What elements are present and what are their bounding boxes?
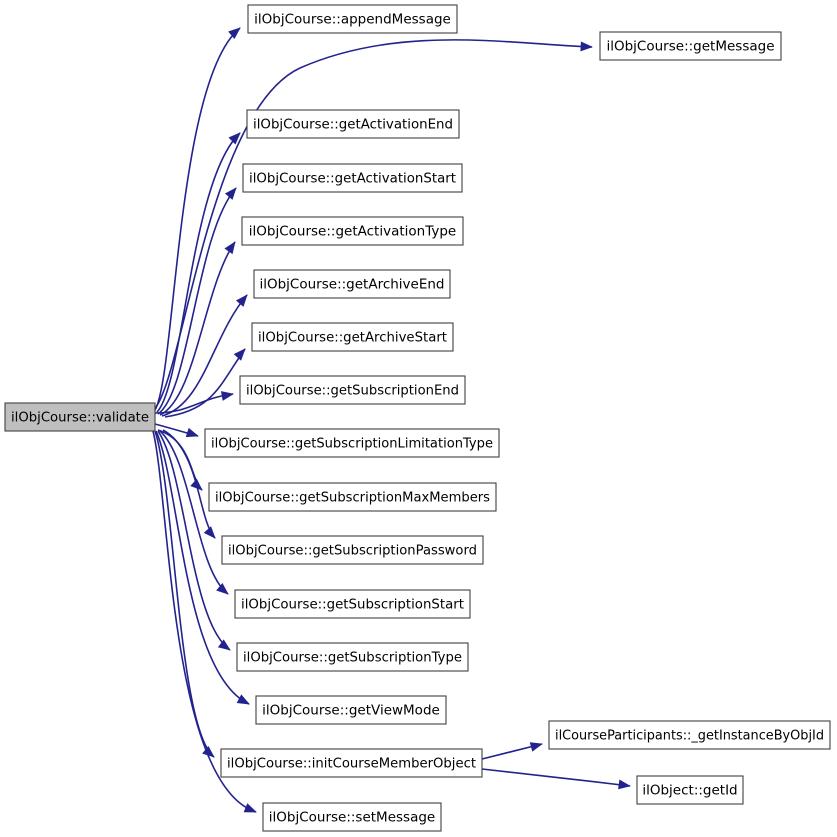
node-box-initCourseMember[interactable] bbox=[220, 748, 483, 778]
arrowhead-to-getMessage bbox=[580, 41, 593, 52]
node-label-validate: ilObjCourse::validate bbox=[11, 410, 149, 426]
node-box-getMessage[interactable] bbox=[599, 31, 782, 61]
node-getSubStart[interactable]: ilObjCourse::getSubscriptionStart bbox=[234, 589, 471, 619]
edge-validate-to-getActivationType bbox=[159, 241, 236, 416]
node-getActivationType[interactable]: ilObjCourse::getActivationType bbox=[241, 216, 464, 246]
node-getSubType[interactable]: ilObjCourse::getSubscriptionType bbox=[236, 642, 469, 672]
node-getSubMaxMembers[interactable]: ilObjCourse::getSubscriptionMaxMembers bbox=[208, 482, 497, 512]
node-label-appendMessage: ilObjCourse::appendMessage bbox=[254, 12, 451, 28]
node-label-setMessage: ilObjCourse::setMessage bbox=[269, 810, 435, 826]
node-getActivationStart[interactable]: ilObjCourse::getActivationStart bbox=[242, 163, 463, 193]
node-box-getViewMode[interactable] bbox=[255, 695, 447, 725]
arrowhead-layer bbox=[185, 27, 631, 813]
edge-validate-to-getArchiveEnd bbox=[161, 294, 248, 417]
node-label-getSubscriptionEnd: ilObjCourse::getSubscriptionEnd bbox=[246, 383, 459, 399]
arrowhead-to-getSubType bbox=[217, 639, 231, 651]
node-getSubPassword[interactable]: ilObjCourse::getSubscriptionPassword bbox=[221, 535, 484, 565]
node-getViewMode[interactable]: ilObjCourse::getViewMode bbox=[255, 695, 447, 725]
node-box-getId[interactable] bbox=[636, 775, 744, 805]
arrowhead-to-getViewMode bbox=[236, 694, 250, 705]
node-box-getActivationType[interactable] bbox=[241, 216, 464, 246]
node-getMessage[interactable]: ilObjCourse::getMessage bbox=[599, 31, 782, 61]
node-validate[interactable]: ilObjCourse::validate bbox=[4, 402, 156, 432]
node-box-getSubMaxMembers[interactable] bbox=[208, 482, 497, 512]
node-box-getArchiveEnd[interactable] bbox=[253, 269, 451, 299]
edge-layer bbox=[152, 27, 631, 813]
node-box-appendMessage[interactable] bbox=[247, 4, 458, 34]
node-getArchiveEnd[interactable]: ilObjCourse::getArchiveEnd bbox=[253, 269, 451, 299]
node-layer: ilObjCourse::validate ilObjCourse::append… bbox=[4, 4, 831, 832]
node-box-getActivationEnd[interactable] bbox=[246, 109, 460, 139]
arrowhead-to-getActivationEnd bbox=[228, 132, 241, 145]
edge-validate-to-appendMessage bbox=[154, 27, 241, 411]
node-label-getViewMode: ilObjCourse::getViewMode bbox=[262, 703, 440, 719]
node-box-getSubStart[interactable] bbox=[234, 589, 471, 619]
edge-validate-to-getViewMode bbox=[155, 430, 250, 705]
node-getArchiveStart[interactable]: ilObjCourse::getArchiveStart bbox=[251, 322, 454, 352]
node-getSubscriptionEnd[interactable]: ilObjCourse::getSubscriptionEnd bbox=[239, 375, 466, 405]
node-getActivationEnd[interactable]: ilObjCourse::getActivationEnd bbox=[246, 109, 460, 139]
node-label-getId: ilObject::getId bbox=[642, 783, 737, 799]
arrowhead-to-getActivationStart bbox=[224, 187, 237, 200]
arrowhead-to-appendMessage bbox=[228, 27, 241, 40]
arrowhead-to-getSubPassword bbox=[203, 526, 216, 539]
node-box-getSubType[interactable] bbox=[236, 642, 469, 672]
edge-validate-to-setMessage bbox=[152, 430, 257, 813]
arrowhead-to-getArchiveEnd bbox=[235, 294, 248, 307]
node-label-getSubMaxMembers: ilObjCourse::getSubscriptionMaxMembers bbox=[215, 490, 490, 506]
arrowhead-to-initCourseMember bbox=[202, 745, 215, 758]
arrowhead-to-setMessage bbox=[243, 803, 257, 813]
node-setMessage[interactable]: ilObjCourse::setMessage bbox=[262, 802, 442, 832]
node-box-getSubscriptionEnd[interactable] bbox=[239, 375, 466, 405]
edge-initCourseMember-to-getId bbox=[481, 768, 631, 787]
node-box-getInstanceByObjId[interactable] bbox=[548, 720, 831, 750]
edge-validate-to-getSubStart bbox=[159, 430, 229, 595]
node-label-getSubLimitType: ilObjCourse::getSubscriptionLimitationTy… bbox=[211, 436, 493, 452]
node-box-getSubLimitType[interactable] bbox=[204, 428, 500, 458]
node-appendMessage[interactable]: ilObjCourse::appendMessage bbox=[247, 4, 458, 34]
node-label-getActivationStart: ilObjCourse::getActivationStart bbox=[249, 171, 456, 187]
node-label-getSubPassword: ilObjCourse::getSubscriptionPassword bbox=[228, 543, 477, 559]
node-box-getActivationStart[interactable] bbox=[242, 163, 463, 193]
arrowhead-to-getSubMaxMembers bbox=[190, 478, 203, 491]
node-label-getSubType: ilObjCourse::getSubscriptionType bbox=[243, 650, 462, 666]
arrowhead-to-getSubscriptionEnd bbox=[220, 391, 234, 401]
node-getId[interactable]: ilObject::getId bbox=[636, 775, 744, 805]
node-label-getArchiveStart: ilObjCourse::getArchiveStart bbox=[258, 330, 447, 346]
arrowhead-to-getId bbox=[618, 779, 631, 790]
node-box-validate[interactable] bbox=[4, 402, 156, 432]
node-label-getSubStart: ilObjCourse::getSubscriptionStart bbox=[241, 597, 464, 613]
edge-validate-to-getSubType bbox=[157, 430, 231, 651]
node-box-getSubPassword[interactable] bbox=[221, 535, 484, 565]
arrowhead-to-getInstanceByObjId bbox=[529, 742, 543, 752]
arrowhead-to-getSubStart bbox=[216, 582, 229, 595]
edge-validate-to-getArchiveStart bbox=[164, 348, 246, 418]
node-label-getInstanceByObjId: ilCourseParticipants::_getInstanceByObjI… bbox=[555, 728, 824, 744]
node-label-getActivationEnd: ilObjCourse::getActivationEnd bbox=[253, 117, 453, 133]
arrowhead-to-getSubLimitType bbox=[185, 427, 199, 438]
node-initCourseMember[interactable]: ilObjCourse::initCourseMemberObject bbox=[220, 748, 483, 778]
arrowhead-to-getActivationType bbox=[224, 241, 236, 255]
arrowhead-to-getArchiveStart bbox=[233, 348, 246, 361]
node-getSubLimitType[interactable]: ilObjCourse::getSubscriptionLimitationTy… bbox=[204, 428, 500, 458]
node-getInstanceByObjId[interactable]: ilCourseParticipants::_getInstanceByObjI… bbox=[548, 720, 831, 750]
edge-validate-to-getActivationEnd bbox=[156, 132, 241, 413]
node-label-initCourseMember: ilObjCourse::initCourseMemberObject bbox=[227, 756, 476, 772]
edge-validate-to-getActivationStart bbox=[157, 187, 237, 415]
node-box-setMessage[interactable] bbox=[262, 802, 442, 832]
node-label-getActivationType: ilObjCourse::getActivationType bbox=[249, 224, 456, 240]
node-box-getArchiveStart[interactable] bbox=[251, 322, 454, 352]
node-label-getMessage: ilObjCourse::getMessage bbox=[606, 39, 774, 55]
node-label-getArchiveEnd: ilObjCourse::getArchiveEnd bbox=[259, 277, 444, 293]
